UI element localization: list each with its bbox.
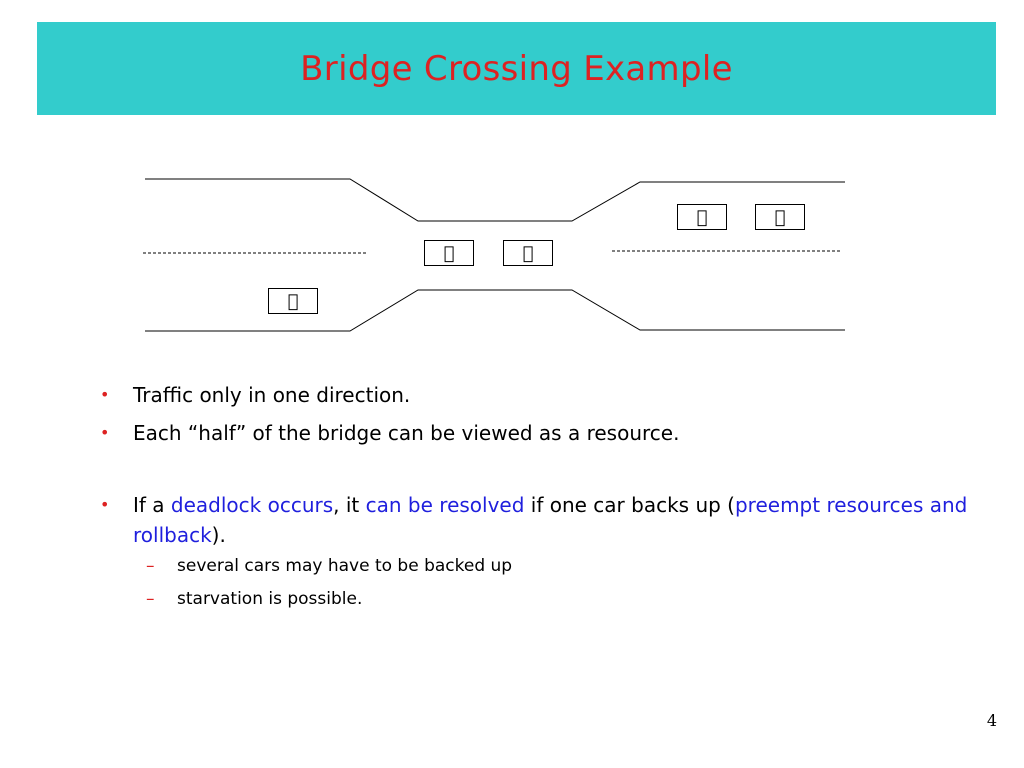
bullet-text-part: if one car backs up ( [524, 493, 735, 517]
page-number: 4 [986, 711, 997, 730]
bullet-marker: • [100, 385, 110, 404]
bullet-text: Traffic only in one direction. [133, 383, 411, 407]
car-box-icon:  [755, 204, 805, 230]
highlight-can-be-resolved: can be resolved [365, 493, 525, 517]
car-box-icon:  [268, 288, 318, 314]
car-box-icon:  [677, 204, 727, 230]
bullet-item: • If a deadlock occurs, it can be resolv… [100, 490, 980, 550]
sub-bullet-text: starvation is possible. [177, 589, 363, 609]
slide-title: Bridge Crossing Example [300, 48, 733, 89]
sub-bullet-marker: – [146, 556, 155, 576]
bullet-marker: • [100, 495, 110, 514]
highlight-deadlock-occurs: deadlock occurs [170, 493, 334, 517]
highlight-preempt-resources: preempt resources and rollback [133, 493, 968, 547]
sub-bullet-item: – starvation is possible. [100, 583, 980, 616]
sub-bullet-item: – several cars may have to be backed up [100, 550, 980, 583]
sub-bullet-marker: – [146, 589, 155, 609]
bullet-marker: • [100, 423, 110, 442]
bullet-item: • Traffic only in one direction. [100, 380, 980, 410]
bullet-text-part: ). [211, 523, 226, 547]
bullet-list: • Traffic only in one direction. • Each … [100, 380, 980, 616]
title-bar: Bridge Crossing Example [37, 22, 996, 115]
bullet-text-part: If a [133, 493, 171, 517]
bullet-item: • Each “half” of the bridge can be viewe… [100, 418, 980, 448]
road-top-edge [145, 178, 845, 222]
bullet-text: Each “half” of the bridge can be viewed … [133, 421, 680, 445]
car-box-icon:  [503, 240, 553, 266]
car-box-icon:  [424, 240, 474, 266]
sub-bullet-text: several cars may have to be backed up [177, 556, 513, 576]
road-bottom-edge [145, 289, 845, 332]
bullet-text-part: , it [333, 493, 366, 517]
